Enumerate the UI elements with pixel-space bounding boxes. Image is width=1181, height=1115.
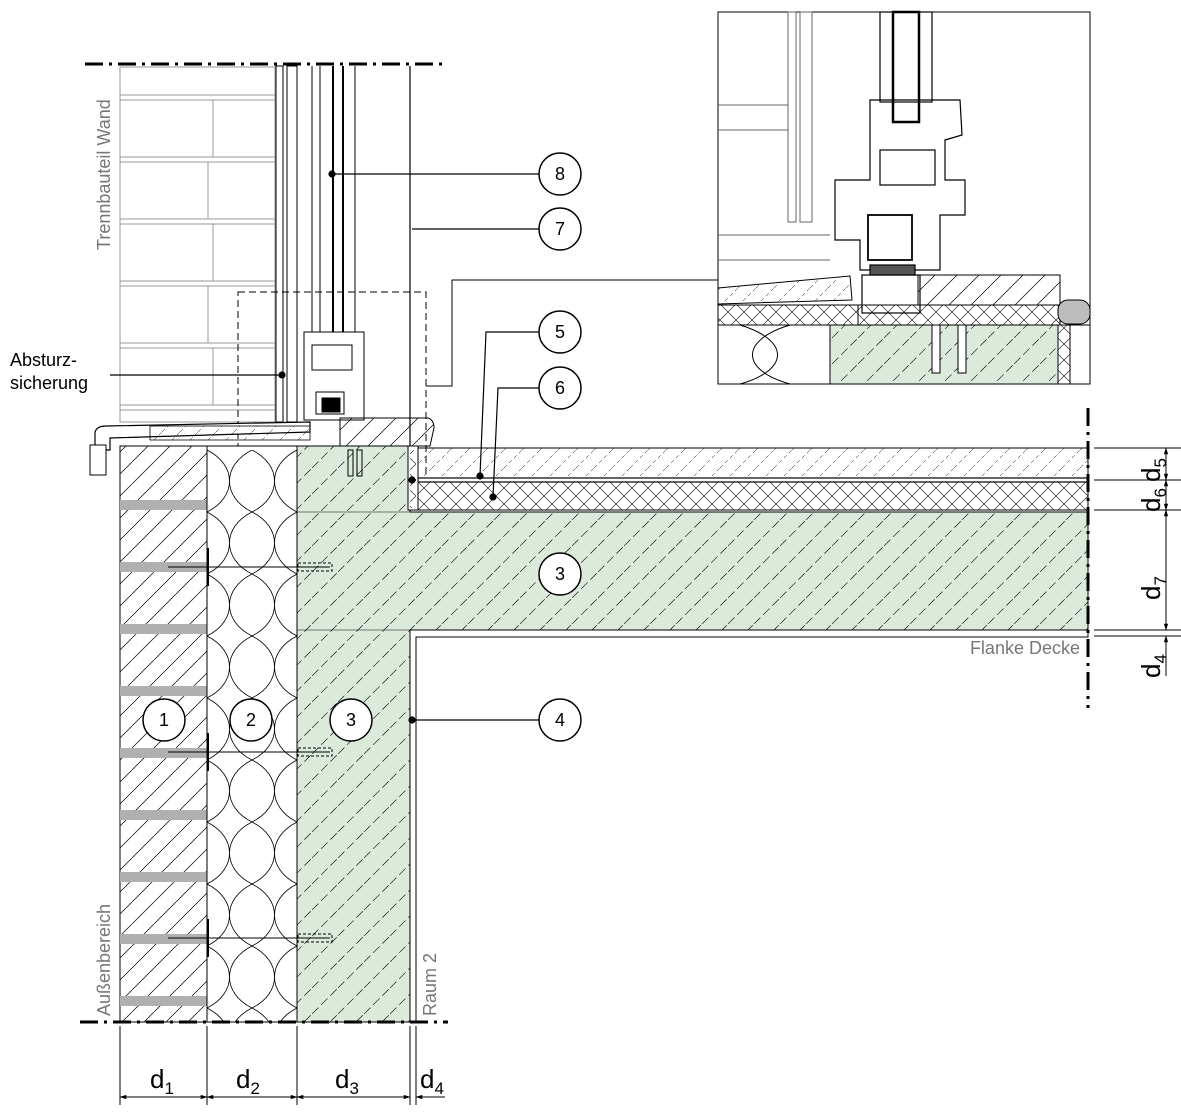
- callout-5: 5: [538, 310, 582, 354]
- svg-text:3: 3: [346, 710, 356, 730]
- leaders: [110, 170, 540, 724]
- layer-4-plaster: [409, 629, 1089, 1023]
- window-frame-upper: [275, 65, 365, 423]
- label-wall: Trennbauteil Wand: [94, 99, 114, 250]
- upper-brick-wall: [119, 66, 276, 423]
- wall-anchors: [168, 449, 363, 957]
- callout-3-slab: 3: [538, 552, 582, 596]
- callout-1: 1: [142, 698, 186, 742]
- svg-text:3: 3: [555, 564, 565, 584]
- label-room: Raum 2: [420, 953, 440, 1016]
- callout-6: 6: [538, 366, 582, 410]
- dim-d3: d3: [335, 1064, 359, 1098]
- svg-text:8: 8: [555, 164, 565, 184]
- callout-3-wall: 3: [329, 698, 373, 742]
- callout-2: 2: [229, 698, 273, 742]
- svg-text:6: 6: [555, 378, 565, 398]
- dim-d4-bottom: d4: [420, 1064, 444, 1098]
- dim-d7: d7: [1136, 576, 1170, 600]
- label-flank: Flanke Decke: [970, 638, 1080, 658]
- callout-7: 7: [538, 207, 582, 251]
- bottom-dimension-lines: [119, 1026, 445, 1105]
- right-dimension-lines: [1094, 447, 1181, 676]
- dim-d2: d2: [236, 1064, 260, 1098]
- dim-d5: d5: [1136, 458, 1170, 482]
- svg-text:1: 1: [159, 710, 169, 730]
- window-sill: [89, 417, 435, 476]
- svg-text:7: 7: [555, 219, 565, 239]
- callout-4: 4: [538, 698, 582, 742]
- dim-d4-right: d4: [1136, 654, 1170, 678]
- label-exterior: Außenbereich: [94, 904, 114, 1016]
- dim-d6: d6: [1136, 488, 1170, 512]
- floor-buildup: [407, 445, 1089, 511]
- dim-d1: d1: [150, 1064, 174, 1098]
- detail-leader: [426, 279, 718, 387]
- svg-text:5: 5: [555, 322, 565, 342]
- label-fall-protection-2: sicherung: [10, 373, 88, 393]
- svg-text:4: 4: [555, 710, 565, 730]
- inset-detail: [717, 10, 1091, 385]
- callout-8: 8: [538, 152, 582, 196]
- label-fall-protection-1: Absturz-: [10, 350, 77, 370]
- svg-text:2: 2: [246, 710, 256, 730]
